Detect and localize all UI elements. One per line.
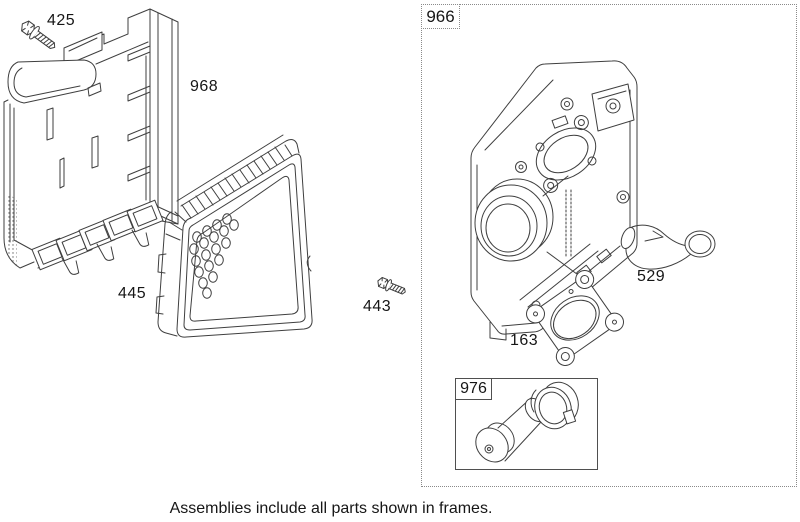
filter-mesh-texture — [189, 213, 239, 299]
backplate-drawing — [470, 60, 638, 341]
callout-529: 529 — [637, 268, 666, 285]
bolt-425-drawing — [21, 20, 56, 49]
air-cleaner-base-drawing — [3, 8, 179, 275]
frame-label-966: 966 — [421, 4, 460, 29]
assembly-frame-976 — [455, 378, 598, 470]
callout-443: 443 — [363, 298, 392, 315]
callout-445: 445 — [118, 285, 147, 302]
callout-163: 163 — [510, 332, 539, 349]
intake-elbow-drawing — [620, 224, 716, 270]
callout-425: 425 — [47, 12, 76, 29]
diagram-caption: Assemblies include all parts shown in fr… — [169, 500, 493, 517]
gasket-drawing — [526, 269, 624, 367]
frame-label-976: 976 — [455, 378, 492, 400]
filter-cartridge-drawing — [155, 134, 313, 338]
assembly-frame-966 — [421, 4, 797, 487]
breather-clamp-drawing — [530, 381, 579, 430]
callout-968: 968 — [190, 78, 219, 95]
screw-443-drawing — [377, 277, 406, 295]
